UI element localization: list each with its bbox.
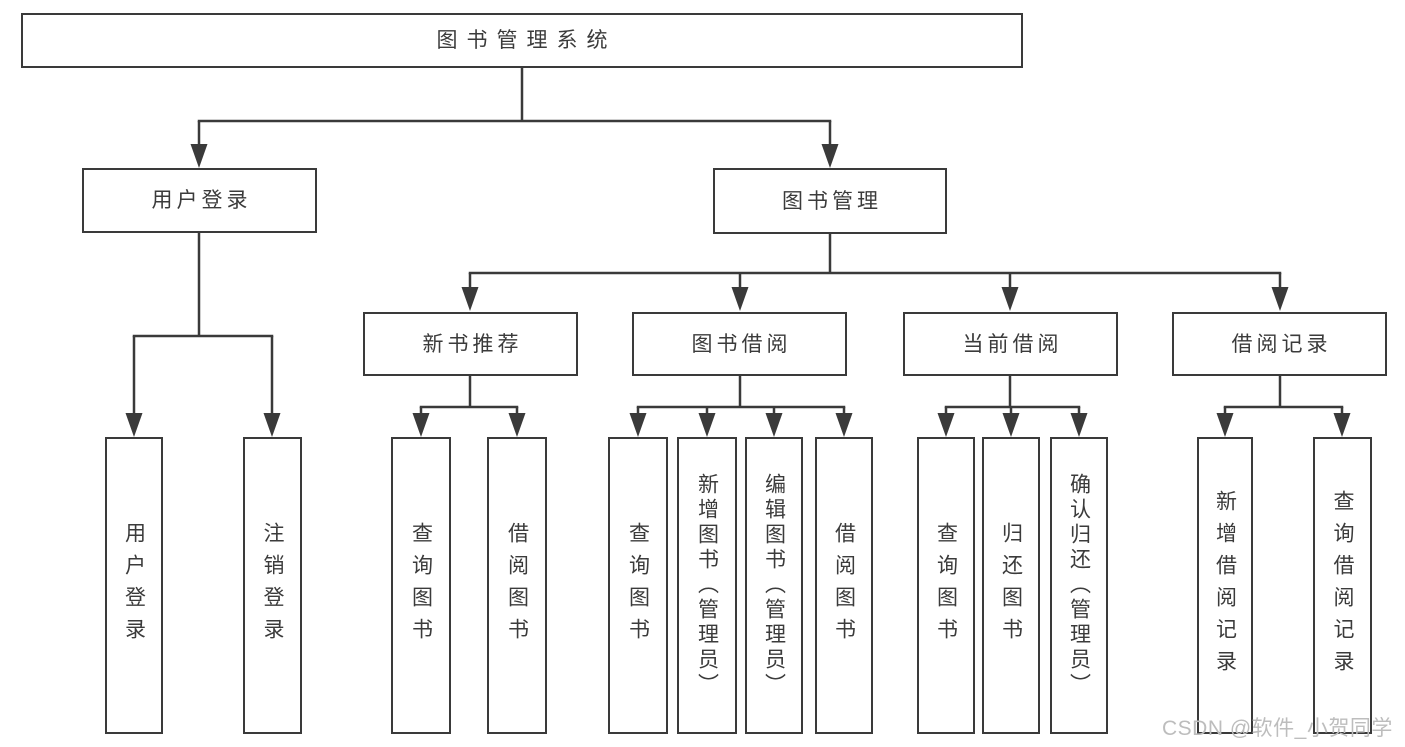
connector-lines — [132, 68, 1344, 409]
node-current-borrowing: 当前借阅 — [903, 312, 1118, 376]
leaf-query-books-borrow: 查询图书 — [608, 437, 668, 734]
leaf-borrow-books-recommend: 借阅图书 — [487, 437, 547, 734]
arrow-lines — [125, 121, 1351, 437]
node-borrowing-records: 借阅记录 — [1172, 312, 1387, 376]
node-book-management: 图书管理 — [713, 168, 947, 234]
leaf-edit-book-admin: 编辑图书（管理员） — [745, 437, 803, 734]
leaf-query-books-recommend: 查询图书 — [391, 437, 451, 734]
leaf-add-book-admin: 新增图书（管理员） — [677, 437, 737, 734]
node-book-borrowing: 图书借阅 — [632, 312, 847, 376]
node-user-login: 用户登录 — [82, 168, 317, 233]
leaf-user-login: 用户登录 — [105, 437, 163, 734]
leaf-logout: 注销登录 — [243, 437, 302, 734]
leaf-borrow-books-borrow: 借阅图书 — [815, 437, 873, 734]
node-new-book-recommendation: 新书推荐 — [363, 312, 578, 376]
leaf-return-book: 归还图书 — [982, 437, 1040, 734]
watermark-text: CSDN @软件_小贺同学 — [1162, 717, 1393, 740]
leaf-query-books-current: 查询图书 — [917, 437, 975, 734]
leaf-add-borrow-record: 新增借阅记录 — [1197, 437, 1253, 734]
node-library-management-system: 图书管理系统 — [21, 13, 1023, 68]
leaf-query-borrow-record: 查询借阅记录 — [1313, 437, 1372, 734]
leaf-confirm-return-admin: 确认归还（管理员） — [1050, 437, 1108, 734]
